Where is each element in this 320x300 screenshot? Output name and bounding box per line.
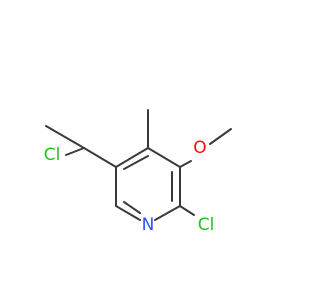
atom-label-cl-ring: Cl [198,215,215,235]
bond-o-to-methoxy-methyl [209,128,232,145]
bonds [45,109,232,221]
molecule-structure-diagram: Cl O N Cl [44,109,232,235]
bond-ring-n-c6-inner [123,201,141,214]
bond-ring-n-c6 [115,205,141,221]
bond-chloroethyl-carbon-to-cl [65,147,85,156]
bond-ring-c5-c4 [115,147,149,168]
atom-label-cl-side-chain: Cl [44,145,61,165]
bond-ring-c4-c3 [147,147,181,168]
atom-labels: Cl O N Cl [44,138,215,235]
atom-label-n-ring: N [142,215,155,235]
bond-ring-c5-c4-inner [123,155,149,170]
bond-ring-c3-to-o [179,160,192,168]
bond-chloroethyl-carbon-to-ring-c5 [83,147,117,168]
atom-label-o-methoxy: O [193,138,206,158]
bond-ring-c2-to-cl [179,205,195,216]
bond-ring-c2-n [154,205,181,221]
bond-methyl-to-chloroethyl-carbon [45,125,85,149]
